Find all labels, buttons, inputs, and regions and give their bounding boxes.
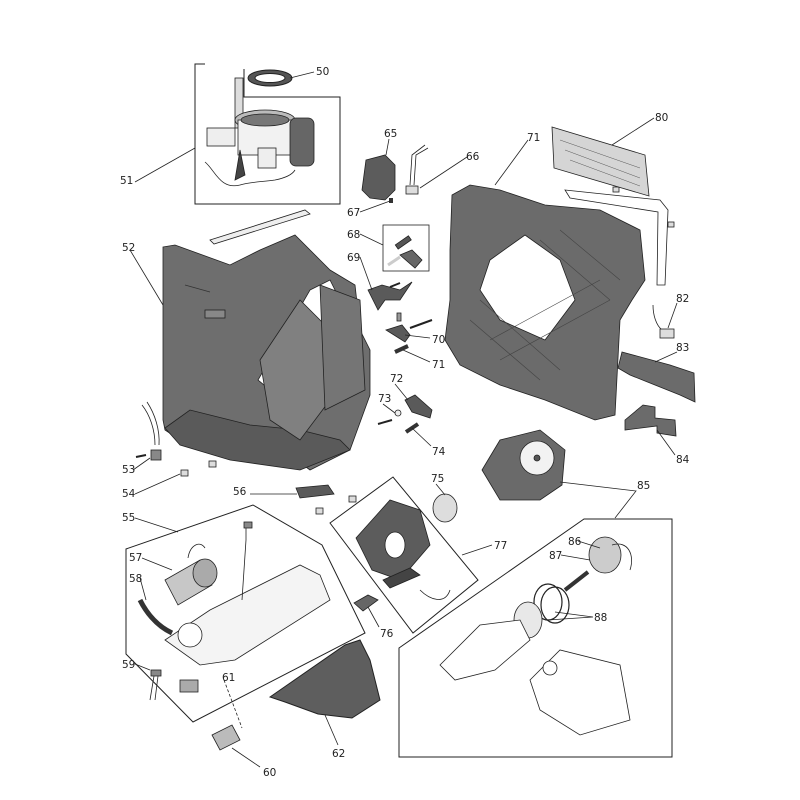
part-73-screw[interactable] xyxy=(377,409,402,425)
part-70-cam[interactable] xyxy=(385,312,433,343)
assembly-box-77 xyxy=(329,476,479,634)
part-72-bracket[interactable] xyxy=(404,394,433,419)
leader-lines xyxy=(129,71,678,768)
part-51-valve-assembly[interactable] xyxy=(204,77,315,187)
part-67-pin[interactable] xyxy=(389,198,393,203)
callout-58: 58 xyxy=(129,573,143,585)
part-66-wire-connector[interactable] xyxy=(405,144,429,195)
callout-61: 61 xyxy=(222,672,236,684)
callout-56: 56 xyxy=(233,486,247,498)
callout-83: 83 xyxy=(676,342,690,354)
part-65-bracket[interactable] xyxy=(361,154,396,201)
part-58-belt[interactable] xyxy=(137,598,174,636)
part-brew-piston[interactable] xyxy=(439,601,631,736)
part-62-drip-tray[interactable] xyxy=(268,639,381,719)
callout-57: 57 xyxy=(129,552,143,564)
callout-70: 70 xyxy=(432,334,446,346)
callout-53: 53 xyxy=(122,464,136,476)
callout-66: 66 xyxy=(466,151,480,163)
callout-68: 68 xyxy=(347,229,361,241)
callout-55: 55 xyxy=(122,512,136,524)
callout-60: 60 xyxy=(263,767,277,779)
callout-59: 59 xyxy=(122,659,136,671)
callout-85: 85 xyxy=(637,480,651,492)
part-56-tray[interactable] xyxy=(295,484,335,499)
part-60-sensor[interactable] xyxy=(211,724,241,751)
part-85-brew-unit[interactable] xyxy=(481,429,566,501)
part-57-motor[interactable] xyxy=(164,543,218,606)
part-71-right-frame[interactable] xyxy=(444,184,675,421)
callout-65: 65 xyxy=(384,128,398,140)
callout-72: 72 xyxy=(390,373,404,385)
callout-73: 73 xyxy=(378,393,392,405)
callout-67: 67 xyxy=(347,207,361,219)
assembly-box-85 xyxy=(398,518,673,758)
part-76-latch[interactable] xyxy=(353,594,379,612)
callout-74: 74 xyxy=(432,446,446,458)
part-83-rail[interactable] xyxy=(617,351,696,403)
part-54-feet[interactable] xyxy=(180,460,217,477)
callout-51: 51 xyxy=(120,175,134,187)
part-59-connector[interactable] xyxy=(149,669,162,701)
part-grinder-housing[interactable] xyxy=(164,521,331,666)
callout-76: 76 xyxy=(380,628,394,640)
foot-small-2 xyxy=(315,507,324,515)
callout-86: 86 xyxy=(568,536,582,548)
callout-75: 75 xyxy=(431,473,445,485)
part-71-spring[interactable] xyxy=(394,344,409,354)
part-61-cable[interactable] xyxy=(179,679,243,729)
callout-52: 52 xyxy=(122,242,136,254)
callout-62: 62 xyxy=(332,748,346,760)
callout-88: 88 xyxy=(594,612,608,624)
assembly-box-55 xyxy=(125,504,366,723)
callout-69: 69 xyxy=(347,252,361,264)
callout-71-spring: 71 xyxy=(432,359,446,371)
callout-80: 80 xyxy=(655,112,669,124)
part-77-brew-bracket[interactable] xyxy=(355,499,451,600)
part-52-left-frame[interactable] xyxy=(162,234,371,471)
part-86-87-piston-head[interactable] xyxy=(563,536,632,592)
part-82-switch[interactable] xyxy=(652,304,675,339)
callout-54: 54 xyxy=(122,488,136,500)
part-69-lever[interactable] xyxy=(367,281,413,311)
callout-87: 87 xyxy=(549,550,563,562)
callout-50: 50 xyxy=(316,66,330,78)
callout-82: 82 xyxy=(676,293,690,305)
part-53-sensor-wires[interactable] xyxy=(135,401,162,461)
assembly-box-51 xyxy=(194,63,341,205)
part-80-control-board[interactable] xyxy=(551,126,650,197)
callout-77: 77 xyxy=(494,540,508,552)
foot-small xyxy=(348,495,357,503)
callout-84: 84 xyxy=(676,454,690,466)
part-seal-strip xyxy=(209,209,311,245)
part-68-box[interactable] xyxy=(382,224,430,272)
part-75-disc[interactable] xyxy=(432,493,458,523)
part-84-plate[interactable] xyxy=(624,404,677,437)
callout-71-frame: 71 xyxy=(527,132,541,144)
part-50-gasket-ring[interactable] xyxy=(247,69,293,87)
